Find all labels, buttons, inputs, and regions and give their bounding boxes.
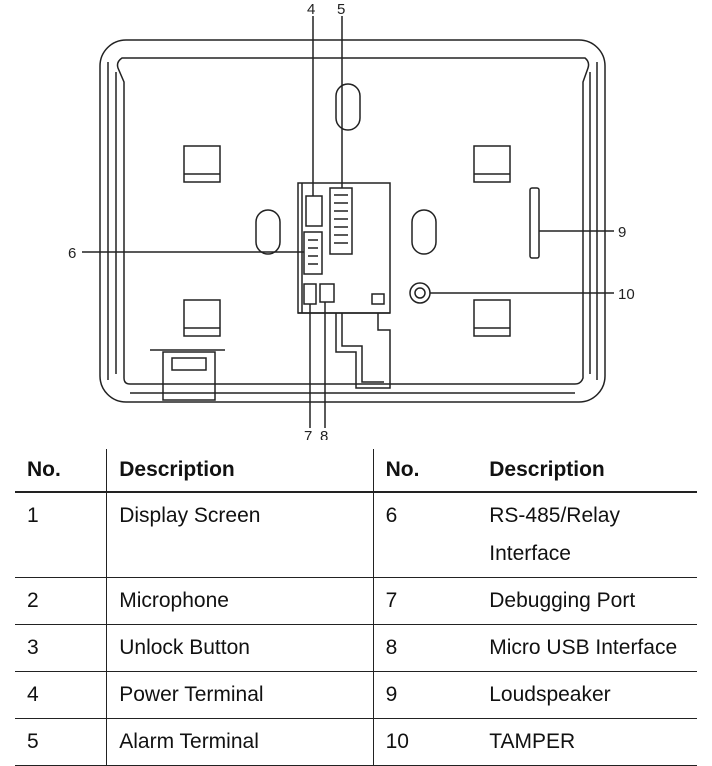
- housing-left-rail: [107, 62, 117, 380]
- table-row: 3 Unlock Button 8 Micro USB Interface: [15, 624, 697, 672]
- row-no-right: 10: [372, 718, 478, 766]
- power-terminal: [305, 195, 323, 227]
- callout-8: 8: [320, 428, 328, 440]
- table-row: 4 Power Terminal 9 Loudspeaker: [15, 671, 697, 719]
- row-no-left: 2: [15, 577, 108, 625]
- clip-bottom-right: [473, 299, 511, 337]
- housing-inner-contour: [116, 57, 590, 385]
- clip-bottom-left: [183, 299, 221, 337]
- row-desc-left: Unlock Button: [106, 624, 374, 672]
- housing-outer: [99, 39, 606, 403]
- tamper-button: [409, 282, 431, 304]
- row-desc-right: Loudspeaker: [489, 683, 611, 706]
- component-table: No. Description No. Description 1 Displa…: [15, 449, 697, 766]
- header-no-left: No.: [15, 449, 108, 492]
- table-row: 2 Microphone 7 Debugging Port: [15, 577, 697, 625]
- callout-5: 5: [337, 1, 345, 18]
- row-desc-left: Microphone: [106, 577, 374, 625]
- alarm-terminal: [329, 187, 353, 255]
- top-oval-slot: [335, 83, 361, 131]
- row-no-left: 4: [15, 671, 108, 719]
- row-desc-left: Power Terminal: [106, 671, 374, 719]
- housing-right-rail: [589, 62, 598, 380]
- row-desc-right: RS-485/Relay Interface: [489, 504, 620, 565]
- row-desc-left: Display Screen: [106, 492, 374, 578]
- callout-6: 6: [68, 245, 76, 262]
- row-no-left: 3: [15, 624, 108, 672]
- clip-top-right: [473, 145, 511, 183]
- clip-top-left: [183, 145, 221, 183]
- row-no-right: 6: [372, 492, 478, 578]
- row-no-left: 1: [15, 492, 108, 578]
- row-no-right: 8: [372, 624, 478, 672]
- header-description-right: Description: [489, 458, 605, 481]
- right-oval-slot: [411, 209, 437, 255]
- row-no-left: 5: [15, 718, 108, 766]
- header-no-right: No.: [372, 449, 478, 492]
- row-desc-right: Micro USB Interface: [489, 636, 678, 659]
- row-no-right: 7: [372, 577, 478, 625]
- device-rear-view-diagram: 4 5 6 7 8 9 10: [68, 1, 635, 440]
- table-row: 5 Alarm Terminal 10 TAMPER: [15, 718, 697, 766]
- left-oval-slot: [255, 209, 281, 255]
- ribbon-cable: [335, 313, 391, 389]
- header-description-left: Description: [106, 449, 374, 492]
- callout-7: 7: [304, 428, 312, 440]
- row-no-right: 9: [372, 671, 478, 719]
- callout-9: 9: [618, 224, 626, 241]
- rs485-relay-interface: [303, 231, 323, 275]
- table-header-row: No. Description No. Description: [15, 449, 697, 492]
- loudspeaker-slot: [529, 187, 540, 259]
- callout-10: 10: [618, 286, 635, 303]
- power-connector-block: [162, 351, 216, 401]
- callout-4: 4: [307, 1, 315, 18]
- debugging-port: [303, 283, 317, 305]
- micro-usb-interface: [319, 283, 335, 303]
- row-desc-right: Debugging Port: [489, 589, 636, 612]
- table-row: 1 Display Screen 6 RS-485/Relay Interfac…: [15, 492, 697, 578]
- row-desc-right: TAMPER: [489, 730, 576, 753]
- row-desc-left: Alarm Terminal: [106, 718, 374, 766]
